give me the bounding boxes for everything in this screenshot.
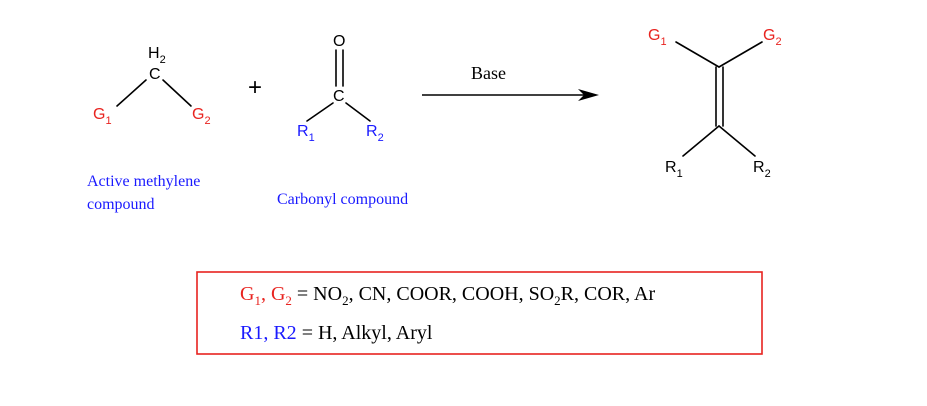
carbonyl-carbon-label: C [333, 88, 345, 105]
legend-g-definition: G1, G2 = NO2, CN, COOR, COOH, SO2R, COR,… [240, 283, 655, 308]
reactant2-r1-label: R1 [297, 123, 315, 144]
product-r1-label: R1 [665, 159, 683, 180]
product-structure: G1 G2 R1 R2 [648, 27, 782, 180]
product-bond-g2 [718, 41, 763, 68]
bond-c-g2 [162, 79, 192, 107]
reaction-arrow-head [578, 89, 599, 101]
carbonyl-structure: O C R1 R2 [297, 33, 384, 144]
bond-c-r1 [306, 102, 334, 122]
reaction-arrow [422, 89, 599, 101]
product-bond-g1 [675, 41, 720, 68]
methylene-h2-label: H2 [148, 45, 166, 66]
product-g2-label: G2 [763, 27, 782, 48]
product-r2-label: R2 [753, 159, 771, 180]
product-g1-label: G1 [648, 27, 667, 48]
reactant2-r2-label: R2 [366, 123, 384, 144]
product-bond-r1 [682, 125, 720, 157]
carbonyl-caption: Carbonyl compound [277, 191, 408, 208]
carbonyl-oxygen-label: O [333, 33, 345, 50]
arrow-base-label: Base [471, 63, 506, 83]
product-bond-r2 [718, 125, 756, 157]
methylene-carbon-label: C [149, 66, 161, 83]
bond-c-r2 [345, 102, 371, 122]
bond-c-g1 [116, 79, 147, 107]
plus-sign: + [248, 74, 262, 101]
reactant1-g2-label: G2 [192, 106, 211, 127]
legend-box [196, 271, 763, 355]
active-methylene-structure: H2 C G1 G2 [93, 45, 211, 127]
active-methylene-caption-line2: compound [87, 196, 155, 213]
active-methylene-caption-line1: Active methylene [87, 173, 200, 190]
legend-r-definition: R1, R2 = H, Alkyl, Aryl [240, 322, 433, 344]
reactant1-g1-label: G1 [93, 106, 112, 127]
